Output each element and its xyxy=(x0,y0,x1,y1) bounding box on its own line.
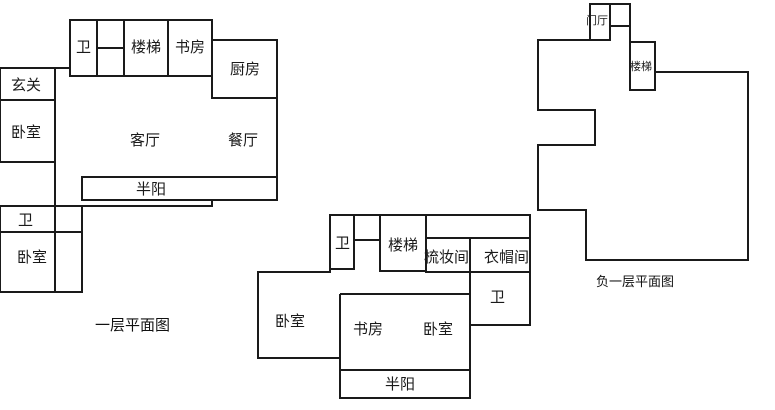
study-label: 书房 xyxy=(353,320,383,338)
bedroom-left-wall xyxy=(0,99,56,163)
floor-1-plan: 卫 楼梯 书房 厨房 玄关 卧室 客厅 餐厅 半阳 卫 卧室 一层平面图 xyxy=(0,19,278,334)
bedroom-bottom-wall xyxy=(0,231,83,293)
basement-title: 负一层平面图 xyxy=(596,275,674,290)
dressing-room-label: 梳妆间 xyxy=(424,248,469,266)
balcony-wall xyxy=(339,369,471,399)
bath-wall xyxy=(329,214,355,270)
entry-hall-label: 门厅 xyxy=(586,13,608,27)
balcony-wall xyxy=(81,176,278,201)
kitchen-wall xyxy=(211,39,278,99)
bath-left-label: 卫 xyxy=(18,211,33,229)
balcony-label: 半阳 xyxy=(385,375,415,393)
entry-hall-wall xyxy=(589,3,611,41)
stairs-label: 楼梯 xyxy=(630,59,652,73)
stairs-wall xyxy=(629,41,656,91)
floor-2-plan: 卫 楼梯 梳妆间 衣帽间 卫 卧室 书房 卧室 半阳 xyxy=(257,214,531,399)
wardrobe-wall xyxy=(469,237,531,273)
living-room-label: 客厅 xyxy=(130,131,160,149)
bath-right-label: 卫 xyxy=(490,288,505,306)
bedroom-bottom-label: 卧室 xyxy=(17,248,47,266)
bedroom-left-label: 卧室 xyxy=(11,123,41,141)
bath-top-label: 卫 xyxy=(76,38,91,56)
bedroom-left-label: 卧室 xyxy=(275,312,305,330)
foyer-label: 玄关 xyxy=(11,76,41,94)
dining-room-label: 餐厅 xyxy=(228,131,258,149)
basement-plan: 门厅 楼梯 负一层平面图 xyxy=(537,3,749,290)
basement-outline xyxy=(537,3,749,261)
stairs-label: 楼梯 xyxy=(388,236,418,254)
balcony-label: 半阳 xyxy=(136,180,166,198)
wardrobe-label: 衣帽间 xyxy=(484,248,529,266)
bedroom-label: 卧室 xyxy=(423,320,453,338)
study-label: 书房 xyxy=(175,38,205,56)
kitchen-label: 厨房 xyxy=(230,60,260,78)
floor-1-title: 一层平面图 xyxy=(95,316,170,334)
stairs-label: 楼梯 xyxy=(131,38,161,56)
bath-label: 卫 xyxy=(335,234,350,252)
